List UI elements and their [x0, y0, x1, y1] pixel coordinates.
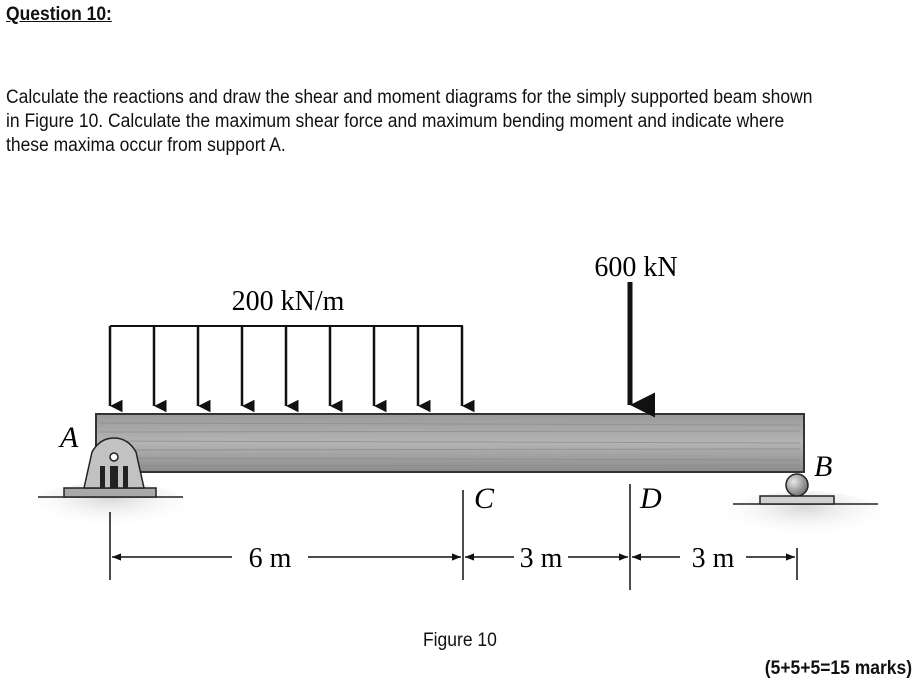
question-line: in Figure 10. Calculate the maximum shea… — [6, 111, 785, 132]
pin-support-a — [63, 437, 157, 498]
question-text: Calculate the reactions and draw the she… — [6, 86, 834, 158]
question-title: Question 10: — [6, 4, 112, 25]
dim-db-label: 3 m — [692, 543, 735, 574]
support-a-label: A — [58, 421, 79, 454]
roller-support-b — [759, 473, 835, 505]
point-load-label: 600 kN — [594, 252, 677, 283]
distributed-load — [108, 325, 475, 413]
support-b-label: B — [814, 450, 832, 483]
question-line: these maxima occur from support A. — [6, 135, 286, 156]
distributed-load-label: 200 kN/m — [232, 286, 345, 317]
extension-lines — [109, 484, 798, 590]
beam-grain — [99, 422, 801, 467]
question-line: Calculate the reactions and draw the she… — [6, 87, 813, 108]
point-d-label: D — [639, 482, 662, 515]
figure-caption: Figure 10 — [423, 630, 497, 651]
dim-cd-label: 3 m — [520, 543, 563, 574]
dim-ac-label: 6 m — [249, 543, 292, 574]
point-c-label: C — [474, 482, 495, 515]
marks-label: (5+5+5=15 marks) — [764, 658, 912, 679]
